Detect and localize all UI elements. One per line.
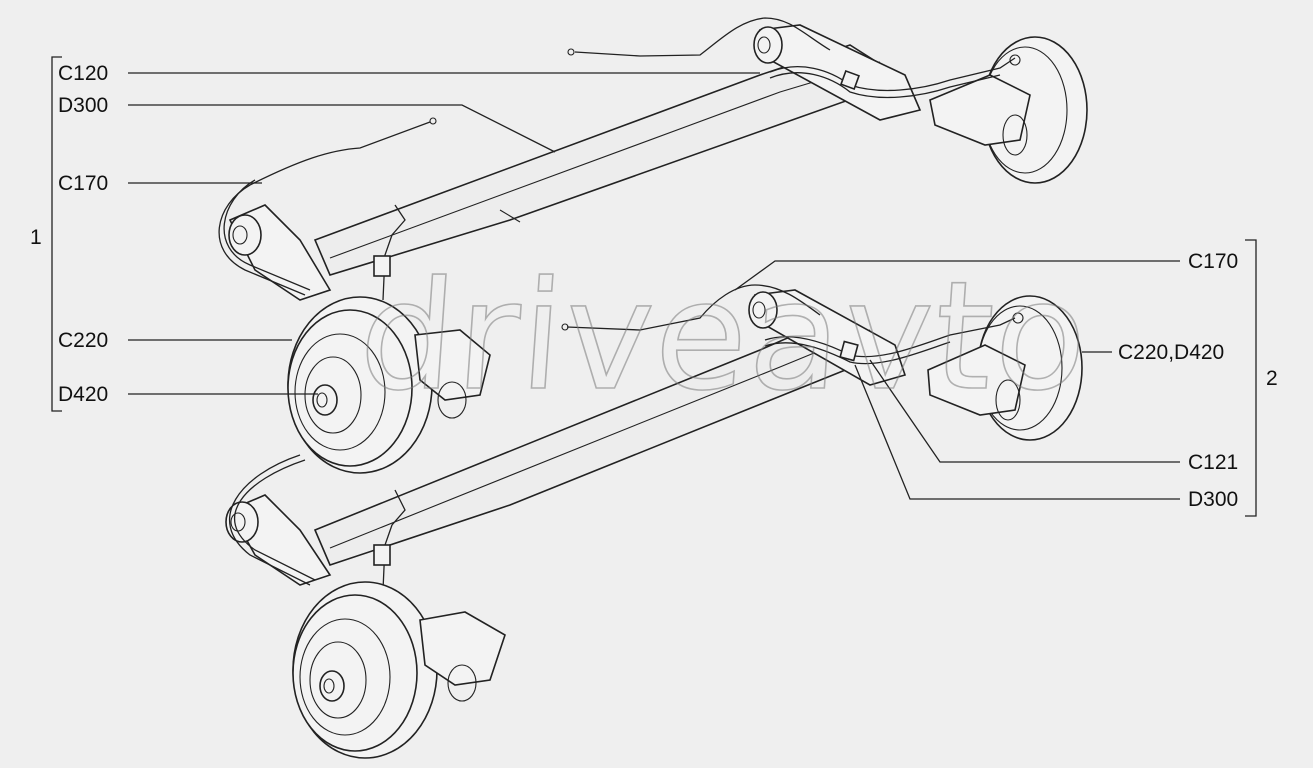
leader-c121-right [869,359,1180,463]
leader-c170-right [734,260,1180,291]
brake-drum-left-1 [287,296,433,474]
drum-bracket-right-2 [927,344,1026,416]
handbrake-cable-right-2 [566,284,821,331]
pivot-bushing-left-2 [225,501,259,543]
handbrake-cable-right-1 [574,17,831,57]
callout-c121-right: C121 [1188,451,1239,474]
leader-d300-left [128,104,556,153]
pipe-clip-right-1 [840,70,860,90]
group-label-1: 1 [30,226,42,249]
group-2-bracket [1245,239,1257,517]
callout-d300-left: D300 [58,94,109,117]
callout-c220-left: C220 [58,329,109,352]
pivot-bushing-right-1 [753,26,783,64]
drum-bracket-left-1 [414,329,491,401]
assembly-1 [218,17,1088,474]
drum-bracket-right-1 [929,74,1031,146]
pivot-bushing-right-2 [748,291,778,329]
group-label-2: 2 [1266,367,1278,390]
leader-lines [51,56,1257,517]
pipe-clip-left-1 [373,255,391,277]
assembly-2 [225,284,1083,759]
callout-c170-left: C170 [58,172,109,195]
callout-d300-right: D300 [1188,488,1239,511]
pipe-clip-left-2 [373,544,391,566]
pivot-bushing-left-1 [228,214,262,256]
handbrake-cable-left-2 [229,454,311,586]
callout-c220-d420-right: C220,D420 [1118,341,1225,364]
callout-d420-left: D420 [58,383,109,406]
drum-bracket-left-2 [419,611,506,686]
pipe-clip-right-2 [839,340,859,362]
leader-d300-right [854,364,1180,500]
group-1-bracket [51,56,62,412]
callout-c120-left: C120 [58,62,109,85]
brake-drum-left-2 [292,581,438,759]
handbrake-cable-left-1 [249,121,431,186]
callout-c170-right: C170 [1188,250,1239,273]
